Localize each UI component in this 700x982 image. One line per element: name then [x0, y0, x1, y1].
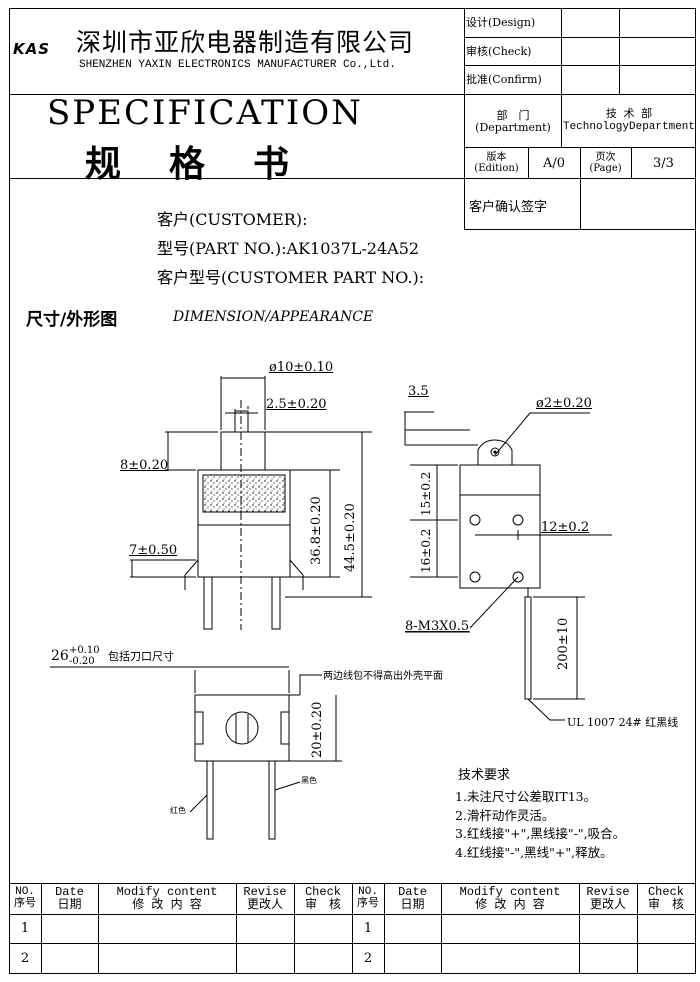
rev-header-revise-2-cn: 更改人 — [589, 898, 626, 912]
rev-header-revise-2-en: Revise — [586, 885, 630, 900]
note-flat: 两边线包不得高出外壳平面 — [323, 671, 443, 682]
rev-header-no-1-cn: 序号 — [14, 898, 36, 910]
wire-spec: UL 1007 24# 红黑线 — [567, 716, 679, 729]
department-value: 技 术 部 TechnologyDepartment — [562, 100, 696, 144]
rev-header-no-1-en: NO. — [15, 886, 35, 899]
company-name-en: SHENZHEN YAXIN ELECTRONICS MANUFACTURER … — [79, 59, 396, 71]
rev-header-check-2-en: Check — [647, 885, 684, 900]
dim-d2: 2.5±0.20 — [266, 397, 327, 412]
customer-line: 客户(CUSTOMER): — [157, 210, 308, 229]
rev-header-content-2-en: Modify content — [459, 885, 561, 900]
rev-header-revise-1-en: Revise — [243, 885, 287, 900]
rev-row-1-no-left: 1 — [20, 921, 30, 937]
dim-d4: 7±0.50 — [129, 543, 178, 558]
rev-header-check-1-en: Check — [304, 885, 341, 900]
rev-header-content-1-cn: 修 改 内 容 — [132, 898, 202, 912]
section-title-en: DIMENSION/APPEARANCE — [173, 309, 374, 325]
red-wire-label: 红色 — [170, 806, 186, 815]
company-logo: KAS — [13, 40, 51, 58]
department-value-cn: 技 术 部 — [605, 109, 653, 122]
edition-value: A/0 — [542, 155, 566, 171]
rev-header-no-2-en: NO. — [358, 886, 378, 899]
rev-header-content-1-en: Modify content — [116, 885, 218, 900]
edition-label-en: (Edition) — [474, 162, 519, 174]
department-value-en: TechnologyDepartment — [562, 121, 696, 133]
customer-confirm-label: 客户确认签字 — [469, 200, 548, 215]
rev-header-date-2-en: Date — [398, 885, 427, 900]
rev-header-content-2-cn: 修 改 内 容 — [475, 898, 545, 912]
department-label-cn: 部 门 — [496, 109, 530, 123]
rev-row-2-no-right: 2 — [363, 950, 373, 966]
rev-row-2-no-left: 2 — [20, 950, 30, 966]
dim-d3: 8±0.20 — [120, 458, 169, 473]
dim-d15: 20±0.20 — [310, 701, 325, 758]
dim-d13: 200±10 — [556, 617, 571, 670]
dim-d9: 15±0.2 — [419, 471, 433, 516]
rev-header-check-2-cn: 审 核 — [647, 898, 684, 912]
page-label-cn: 页次 — [595, 152, 616, 163]
rev-header-check-1-cn: 审 核 — [304, 898, 341, 912]
customer-part-line: 客户型号(CUSTOMER PART NO.): — [157, 268, 425, 287]
rev-header-no-1: NO.序号 — [9, 884, 41, 914]
rev-header-revise-1-cn: 更改人 — [246, 898, 283, 912]
edition-label-cn: 版本 — [486, 152, 507, 163]
rev-header-no-2-cn: 序号 — [357, 898, 379, 910]
rev-row-1-no-right: 1 — [363, 921, 373, 937]
spec-title-en: SPECIFICATION — [47, 93, 363, 133]
page-label: 页次 (Page) — [580, 149, 631, 178]
dim-d6: 44.5±0.20 — [343, 503, 358, 572]
rev-header-date-2-cn: 日期 — [400, 898, 425, 912]
dim-d8: ø2±0.20 — [536, 396, 592, 411]
confirm-label: 批准(Confirm) — [466, 73, 542, 87]
page-label-en: (Page) — [589, 162, 622, 174]
dim-d1: ø10±0.10 — [269, 360, 334, 375]
tech-item-3: 3.红线接"+",黑线接"-",吸合。 — [455, 826, 626, 841]
department-label: 部 门 (Department) — [465, 100, 561, 144]
black-wire-label: 黑色 — [301, 776, 317, 785]
dim-d14: 26 — [51, 648, 69, 664]
tech-item-1: 1.未注尺寸公差取IT13。 — [455, 789, 597, 804]
tech-item-2: 2.滑杆动作灵活。 — [455, 808, 555, 823]
rev-header-no-2: NO.序号 — [352, 884, 384, 914]
dim-d14-plus: +0.10 — [69, 645, 100, 656]
dim-d11: 12±0.2 — [541, 520, 590, 535]
dim-d10: 16±0.2 — [419, 528, 433, 573]
page-value: 3/3 — [653, 155, 674, 171]
design-label: 设计(Design) — [466, 16, 536, 30]
dim-d12: 8-M3X0.5 — [405, 619, 470, 634]
dim-d7: 3.5 — [408, 384, 429, 399]
dim-d14-note: 包括刀口尺寸 — [108, 650, 174, 663]
department-label-en: (Department) — [475, 121, 551, 134]
edition-label: 版本 (Edition) — [465, 149, 528, 178]
section-title-cn: 尺寸/外形图 — [26, 310, 118, 330]
dim-d14-minus: -0.20 — [69, 656, 95, 667]
check-label: 审核(Check) — [466, 44, 532, 58]
dim-d5: 36.8±0.20 — [309, 496, 324, 565]
rev-header-date-1-cn: 日期 — [57, 898, 82, 912]
rev-header-date-1-en: Date — [55, 885, 84, 900]
tech-item-4: 4.红线接"-",黑线"+",释放。 — [455, 845, 613, 860]
tech-title: 技术要求 — [458, 768, 511, 783]
company-name-cn: 深圳市亚欣电器制造有限公司 — [76, 28, 415, 57]
part-number-line: 型号(PART NO.):AK1037L-24A52 — [157, 239, 420, 258]
